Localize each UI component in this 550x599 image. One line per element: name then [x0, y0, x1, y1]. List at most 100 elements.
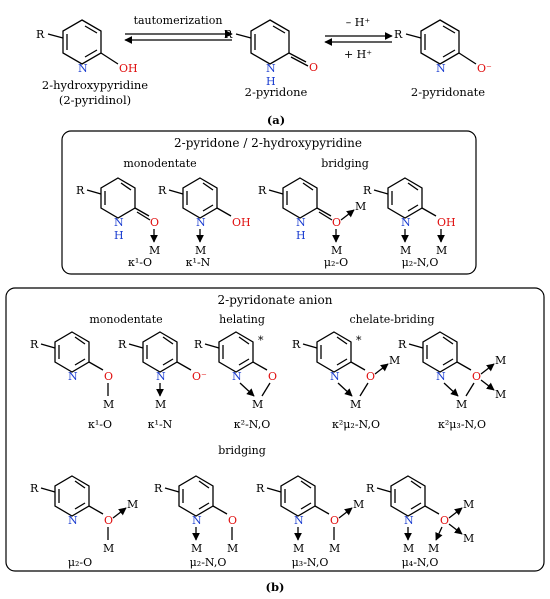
svg-text:M: M — [350, 398, 361, 411]
pyridone-structure: R N H O — [224, 19, 318, 88]
hydroxypyridine-k1-n: R N OH M — [158, 177, 251, 257]
anion-mu4-no: R N O M M M M — [366, 475, 474, 555]
svg-text:M: M — [495, 354, 506, 367]
svg-text:M: M — [355, 200, 366, 213]
svg-text:H: H — [296, 229, 306, 242]
svg-text:O: O — [104, 370, 113, 383]
svg-text:R: R — [76, 184, 85, 197]
svg-text:M: M — [191, 542, 202, 555]
h-atom: H — [266, 75, 276, 88]
part-a-label: (a) — [267, 113, 285, 127]
svg-text:M: M — [195, 244, 206, 257]
svg-text:M: M — [149, 244, 160, 257]
svg-text:M: M — [495, 388, 506, 401]
svg-text:OH: OH — [232, 216, 251, 229]
bridging-heading: bridging — [218, 444, 266, 457]
svg-text:N: N — [196, 216, 206, 229]
monodentate-heading: monodentate — [123, 157, 196, 170]
svg-text:R: R — [256, 482, 265, 495]
n-atom: N — [266, 62, 276, 75]
svg-text:M: M — [353, 498, 364, 511]
svg-text:O: O — [268, 370, 277, 383]
svg-text:M: M — [456, 398, 467, 411]
pyridonate-name: 2-pyridonate — [411, 85, 485, 99]
svg-text:N: N — [330, 370, 340, 383]
svg-text:OH: OH — [437, 216, 456, 229]
anion-k2mu3-no: R N O M M M — [398, 331, 506, 411]
svg-text:M: M — [428, 542, 439, 555]
svg-text:M: M — [403, 542, 414, 555]
svg-text:O: O — [330, 514, 339, 527]
label-mu2-no: μ₂-N,O — [190, 556, 227, 569]
svg-text:N: N — [68, 370, 78, 383]
tautomerization-label: tautomerization — [134, 14, 223, 27]
anion-k1-o: R N O M — [30, 331, 114, 411]
svg-text:O: O — [332, 216, 341, 229]
svg-text:R: R — [30, 338, 39, 351]
svg-text:R: R — [258, 184, 267, 197]
svg-text:N: N — [404, 514, 414, 527]
svg-text:O: O — [150, 216, 159, 229]
label-k1-n: κ¹-N — [186, 256, 211, 269]
svg-text:M: M — [463, 532, 474, 545]
svg-text:O⁻: O⁻ — [192, 370, 207, 383]
svg-text:H: H — [114, 229, 124, 242]
anion-k2-no: R N O * M — [194, 331, 277, 411]
anion-mu3-no: R N O M M M — [256, 475, 364, 555]
svg-text:M: M — [293, 542, 304, 555]
oh-group: OH — [119, 62, 138, 75]
label-k1-o: κ¹-O — [128, 256, 152, 269]
svg-text:N: N — [401, 216, 411, 229]
neutral-ligand-panel: 2-pyridone / 2-hydroxypyridine monodenta… — [61, 130, 477, 275]
label-k1-n: κ¹-N — [148, 418, 173, 431]
hydroxypyridine-name: 2-hydroxypyridine — [42, 78, 148, 92]
pyridone-mu2-o: R N H O M M — [258, 177, 366, 257]
panel-title: 2-pyridone / 2-hydroxypyridine — [174, 136, 362, 150]
part-b-label: (b) — [266, 580, 285, 594]
svg-text:M: M — [155, 398, 166, 411]
part-a: R N OH 2-hydroxypyridine (2-pyridinol) t… — [36, 14, 492, 127]
label-k2mu3-no: κ²μ₃-N,O — [438, 418, 486, 431]
anion-ligand-panel: 2-pyridonate anion monodentate helating … — [5, 287, 545, 572]
svg-text:N: N — [232, 370, 242, 383]
panel-title: 2-pyridonate anion — [218, 293, 333, 307]
svg-text:M: M — [329, 542, 340, 555]
hydroxypyridine-mu2-no: R N OH M M — [363, 177, 456, 257]
pyridone-name: 2-pyridone — [245, 85, 308, 99]
protonation-label: + H⁺ — [344, 48, 372, 61]
chelate-bridging-heading: chelate-briding — [350, 313, 435, 326]
svg-text:R: R — [366, 482, 375, 495]
svg-text:R: R — [154, 482, 163, 495]
anion-k2mu2-no: R N O * M M — [292, 331, 400, 411]
svg-text:O: O — [366, 370, 375, 383]
svg-text:M: M — [400, 244, 411, 257]
label-mu3-no: μ₃-N,O — [292, 556, 329, 569]
svg-text:M: M — [103, 398, 114, 411]
svg-text:R: R — [363, 184, 372, 197]
anion-mu2-no: R N O M M — [154, 475, 238, 555]
svg-text:N: N — [296, 216, 306, 229]
n-atom: N — [78, 62, 88, 75]
svg-text:N: N — [436, 370, 446, 383]
svg-text:M: M — [227, 542, 238, 555]
svg-text:O: O — [228, 514, 237, 527]
label-mu4-no: μ₄-N,O — [402, 556, 439, 569]
svg-text:O: O — [440, 514, 449, 527]
r-group: R — [394, 28, 403, 41]
svg-text:R: R — [118, 338, 127, 351]
pyridone-k1-o: R N H O M — [76, 177, 160, 257]
n-atom: N — [436, 62, 446, 75]
svg-text:*: * — [258, 334, 264, 347]
label-k1-o: κ¹-O — [88, 418, 112, 431]
svg-text:M: M — [127, 498, 138, 511]
svg-text:*: * — [356, 334, 362, 347]
hydroxypyridine-structure: R N OH — [36, 19, 138, 75]
svg-text:N: N — [114, 216, 124, 229]
svg-text:R: R — [30, 482, 39, 495]
svg-text:R: R — [398, 338, 407, 351]
label-k2-no: κ²-N,O — [234, 418, 270, 431]
svg-text:N: N — [294, 514, 304, 527]
anion-mu2-o: R N O M M — [30, 475, 138, 555]
svg-text:R: R — [292, 338, 301, 351]
